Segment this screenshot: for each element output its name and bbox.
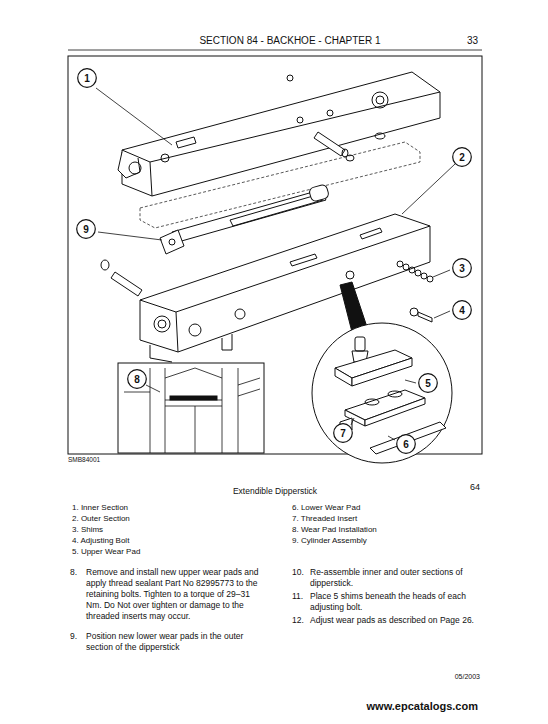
legend-item: 9. Cylinder Assembly bbox=[292, 536, 367, 546]
step-text: Place 5 shims beneath the heads of each … bbox=[310, 591, 482, 613]
step-number: 10. bbox=[292, 567, 304, 578]
callout-circle: 2 bbox=[452, 147, 472, 167]
step-number: 12. bbox=[292, 615, 304, 626]
callout-number: 3 bbox=[452, 258, 472, 278]
step-number: 11. bbox=[292, 591, 303, 602]
callout-number: 2 bbox=[452, 147, 472, 167]
callout-number: 7 bbox=[333, 423, 353, 443]
step-text: Adjust wear pads as described on Page 26… bbox=[310, 615, 482, 626]
watermark: www.epcatalogs.com bbox=[367, 699, 478, 713]
callout-circle: 5 bbox=[418, 373, 438, 393]
legend-item: 2. Outer Section bbox=[72, 514, 130, 524]
legend-item: 5. Upper Wear Pad bbox=[72, 547, 140, 557]
callout-circle: 3 bbox=[452, 258, 472, 278]
step-text: Remove and install new upper wear pads a… bbox=[86, 567, 266, 622]
legend-item: 1. Inner Section bbox=[72, 503, 128, 513]
legend-item: 6. Lower Wear Pad bbox=[292, 503, 360, 513]
figure-code: SMB84001 bbox=[68, 456, 100, 464]
step-number: 8. bbox=[70, 567, 77, 578]
figure-caption: Extendible Dipperstick bbox=[233, 486, 317, 497]
callout-circle: 6 bbox=[396, 434, 416, 454]
callout-number: 9 bbox=[76, 219, 96, 239]
legend-item: 7. Threaded Insert bbox=[292, 514, 357, 524]
step-number: 9. bbox=[70, 631, 77, 642]
legend-item: 8. Wear Pad Installation bbox=[292, 525, 377, 535]
callout-number: 5 bbox=[418, 373, 438, 393]
callout-number: 6 bbox=[396, 434, 416, 454]
legend-item: 4. Adjusting Bolt bbox=[72, 536, 129, 546]
step-text: Position new lower wear pads in the oute… bbox=[86, 631, 266, 653]
callout-circle: 4 bbox=[452, 300, 472, 320]
callout-circle: 8 bbox=[127, 369, 147, 389]
callout-number: 4 bbox=[452, 300, 472, 320]
section-header: SECTION 84 - BACKHOE - CHAPTER 1 bbox=[199, 34, 380, 47]
callout-circle: 7 bbox=[333, 423, 353, 443]
step-text: Re-assemble inner and outer sections of … bbox=[310, 567, 482, 589]
legend-item: 3. Shims bbox=[72, 525, 103, 535]
callout-circle: 1 bbox=[77, 68, 97, 88]
page-number: 33 bbox=[467, 34, 478, 47]
callout-number: 8 bbox=[127, 369, 147, 389]
callout-circle: 9 bbox=[76, 219, 96, 239]
callout-number: 1 bbox=[77, 68, 97, 88]
figure-number: 64 bbox=[470, 482, 480, 494]
date-code: 05/2003 bbox=[455, 672, 480, 681]
